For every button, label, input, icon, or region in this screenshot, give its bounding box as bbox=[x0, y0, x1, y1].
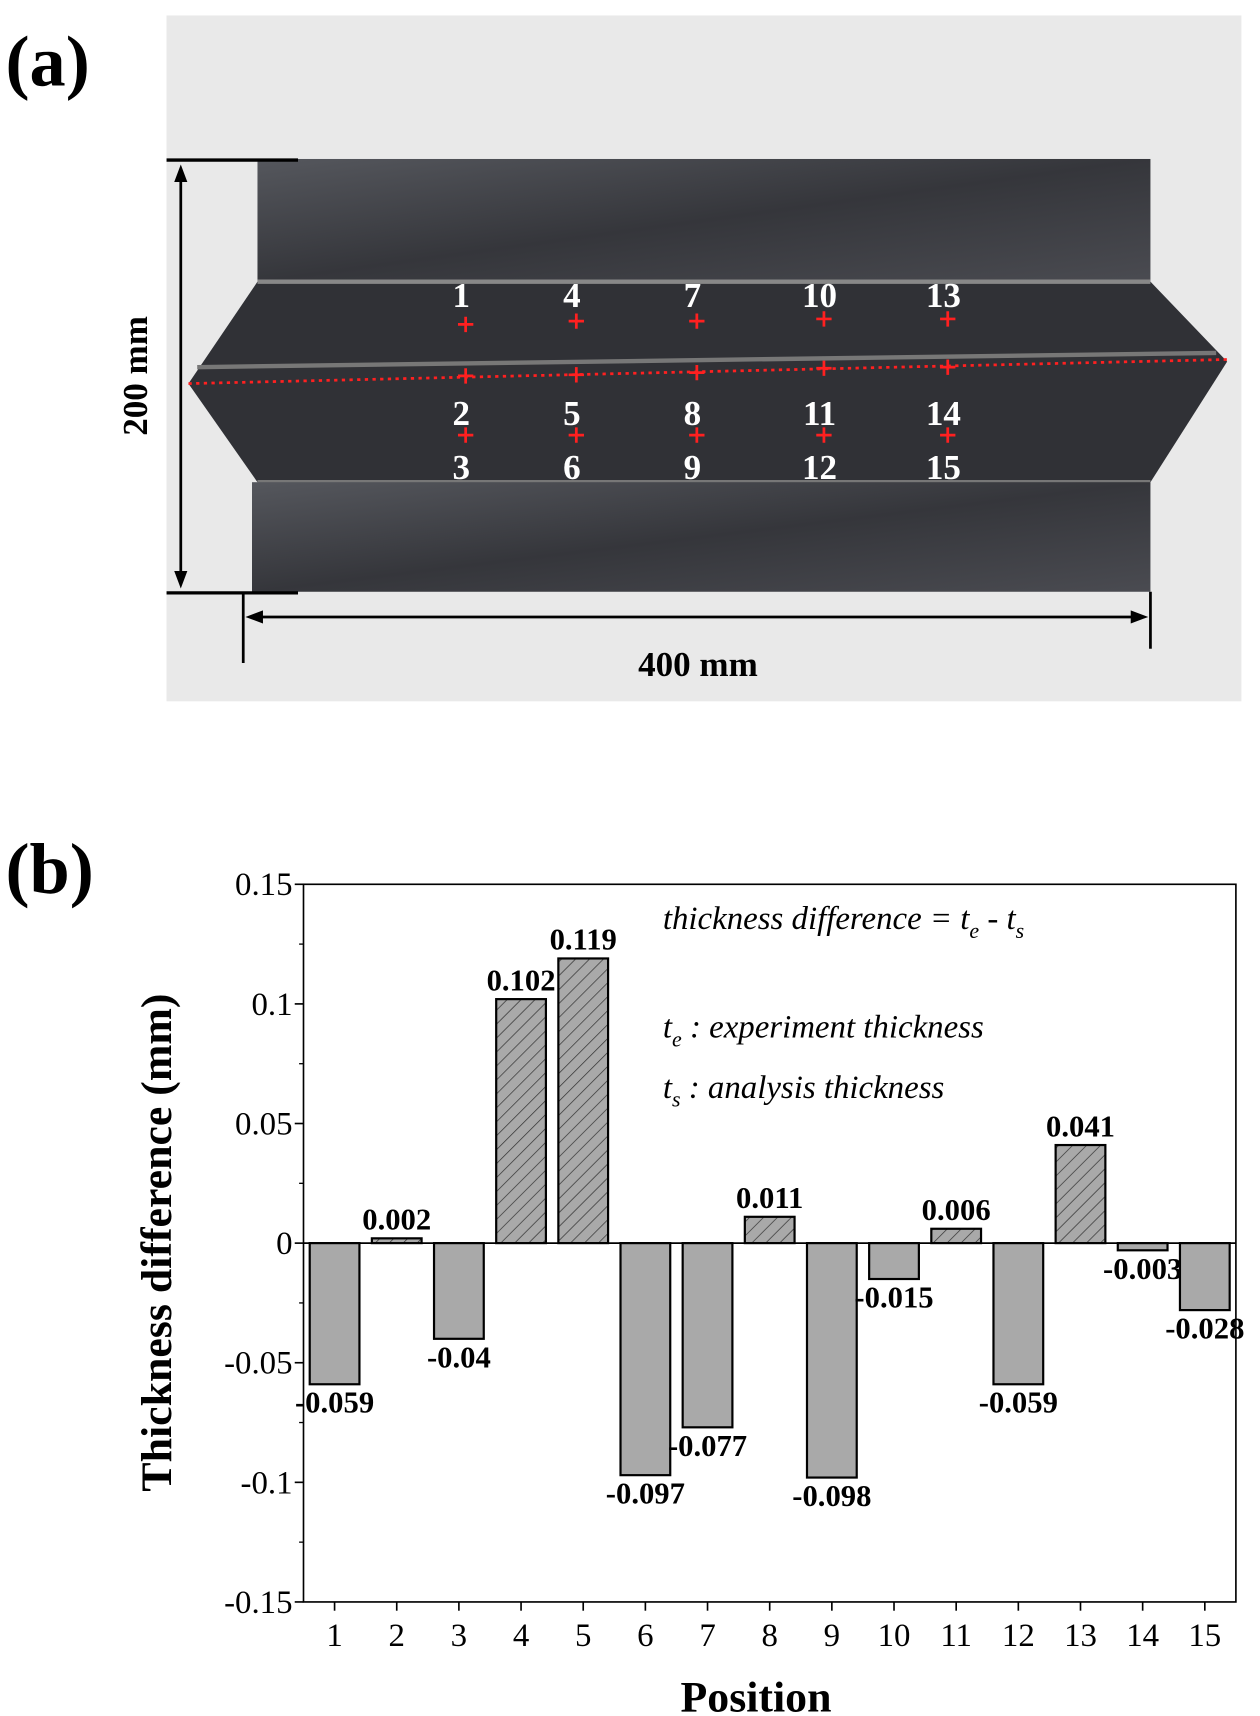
bar-position-5 bbox=[557, 957, 610, 1245]
point-number-label: 5 bbox=[563, 394, 581, 433]
measurement-point-marker bbox=[568, 427, 584, 443]
measurement-point-marker bbox=[689, 313, 705, 329]
x-tick-label: 4 bbox=[513, 1618, 529, 1654]
value-label: 0.041 bbox=[1046, 1109, 1115, 1143]
bar-position-13 bbox=[1054, 1143, 1107, 1245]
bar-position-9 bbox=[805, 1242, 858, 1479]
point-number-label: 4 bbox=[563, 276, 581, 315]
x-tick-label: 9 bbox=[824, 1618, 840, 1654]
point-number-label: 1 bbox=[453, 276, 471, 315]
x-tick-label: 7 bbox=[699, 1618, 715, 1654]
measurement-point-marker bbox=[940, 311, 956, 327]
point-number-label: 15 bbox=[926, 448, 961, 487]
y-tick-label: 0.15 bbox=[235, 867, 293, 903]
value-label: -0.015 bbox=[854, 1280, 933, 1314]
measurement-point-marker bbox=[689, 427, 705, 443]
measurement-point-marker bbox=[689, 364, 705, 381]
x-tick-label: 1 bbox=[326, 1618, 342, 1654]
x-tick-label: 10 bbox=[878, 1618, 911, 1654]
bar-chart: -0.15 -0.1 -0.05 0 0.05 0.1 0.15 1 -0.059 2 0.002 3… bbox=[224, 867, 1244, 1654]
bar-position-1 bbox=[308, 1242, 361, 1386]
x-axis-title: Position bbox=[681, 1674, 832, 1716]
bar-position-14 bbox=[1116, 1242, 1169, 1252]
bar-position-7 bbox=[681, 1242, 734, 1429]
y-tick-label: 0 bbox=[276, 1226, 292, 1262]
x-tick-label: 5 bbox=[575, 1618, 591, 1654]
x-tick-label: 15 bbox=[1188, 1618, 1221, 1654]
point-number-label: 13 bbox=[926, 276, 961, 315]
measurement-point-marker bbox=[568, 367, 584, 383]
bar-position-8 bbox=[743, 1215, 796, 1245]
y-tick-label: -0.05 bbox=[224, 1346, 292, 1382]
value-label: -0.059 bbox=[295, 1386, 374, 1420]
value-label: 0.102 bbox=[487, 963, 556, 997]
bottom-flange bbox=[252, 482, 1151, 592]
bar-position-2 bbox=[370, 1237, 423, 1245]
value-label: -0.059 bbox=[979, 1386, 1058, 1420]
y-axis-title: Thickness difference (mm) bbox=[133, 994, 181, 1492]
annotation: thickness difference = te - ts te : expe… bbox=[663, 901, 1024, 1111]
bar-position-11 bbox=[930, 1227, 983, 1245]
bar-position-4 bbox=[495, 998, 548, 1245]
point-number-label: 14 bbox=[926, 394, 961, 433]
measurement-point-marker bbox=[816, 360, 832, 376]
x-tick-label: 11 bbox=[940, 1618, 972, 1654]
measurement-point-marker bbox=[457, 368, 474, 384]
x-tick-label: 3 bbox=[451, 1618, 467, 1654]
y-tick-label: -0.1 bbox=[241, 1465, 293, 1501]
x-tick-label: 12 bbox=[1002, 1618, 1035, 1654]
value-label: 0.006 bbox=[922, 1193, 991, 1227]
point-number-label: 11 bbox=[803, 394, 836, 433]
point-number-label: 7 bbox=[684, 276, 702, 315]
y-tick-label: -0.15 bbox=[224, 1585, 292, 1621]
measurement-point-marker bbox=[940, 427, 956, 443]
top-flange bbox=[257, 158, 1151, 282]
point-number-label: 8 bbox=[684, 394, 702, 433]
bar-position-12 bbox=[992, 1242, 1045, 1386]
y-tick-label: 0.1 bbox=[251, 987, 292, 1023]
panel-b-label: (b) bbox=[5, 829, 93, 909]
point-number-label: 9 bbox=[684, 448, 702, 487]
value-label: -0.077 bbox=[668, 1429, 747, 1463]
x-tick-label: 8 bbox=[761, 1618, 777, 1654]
measurement-point-marker bbox=[568, 313, 584, 329]
value-label: -0.098 bbox=[792, 1479, 871, 1513]
value-label: -0.097 bbox=[606, 1477, 685, 1511]
point-number-label: 3 bbox=[453, 448, 471, 487]
measurement-point-marker bbox=[457, 316, 474, 333]
bar-position-3 bbox=[432, 1242, 485, 1340]
x-tick-label: 13 bbox=[1064, 1618, 1097, 1654]
x-tick-label: 2 bbox=[389, 1618, 405, 1654]
value-label: 0.119 bbox=[550, 923, 617, 957]
panel-a-label: (a) bbox=[5, 22, 89, 102]
measurement-point-marker bbox=[457, 427, 474, 443]
value-label: -0.04 bbox=[427, 1340, 491, 1374]
value-label: -0.003 bbox=[1103, 1252, 1182, 1286]
bar-position-10 bbox=[868, 1242, 920, 1281]
point-number-label: 6 bbox=[563, 448, 581, 487]
measurement-point-marker bbox=[816, 311, 832, 327]
point-number-label: 12 bbox=[802, 448, 837, 487]
height-dimension: 200 mm bbox=[116, 316, 155, 436]
value-label: 0.011 bbox=[736, 1181, 803, 1215]
measurement-point-marker bbox=[816, 427, 832, 443]
y-tick-label: 0.05 bbox=[235, 1106, 293, 1142]
value-label: -0.028 bbox=[1165, 1312, 1244, 1346]
measurement-point-marker bbox=[940, 359, 956, 375]
x-tick-label: 6 bbox=[637, 1618, 653, 1654]
svg-text:ts : analysis thickness: ts : analysis thickness bbox=[663, 1070, 944, 1112]
svg-text:thickness difference = te - ts: thickness difference = te - ts bbox=[663, 901, 1024, 943]
point-number-label: 10 bbox=[802, 276, 837, 315]
point-number-label: 2 bbox=[453, 394, 471, 433]
center-section bbox=[188, 281, 1228, 483]
value-label: 0.002 bbox=[362, 1203, 431, 1237]
bar-position-15 bbox=[1178, 1242, 1231, 1312]
width-dimension: 400 mm bbox=[638, 645, 758, 684]
bar-position-6 bbox=[619, 1242, 672, 1477]
x-tick-label: 14 bbox=[1126, 1618, 1159, 1654]
svg-text:te : experiment thickness: te : experiment thickness bbox=[663, 1010, 984, 1052]
